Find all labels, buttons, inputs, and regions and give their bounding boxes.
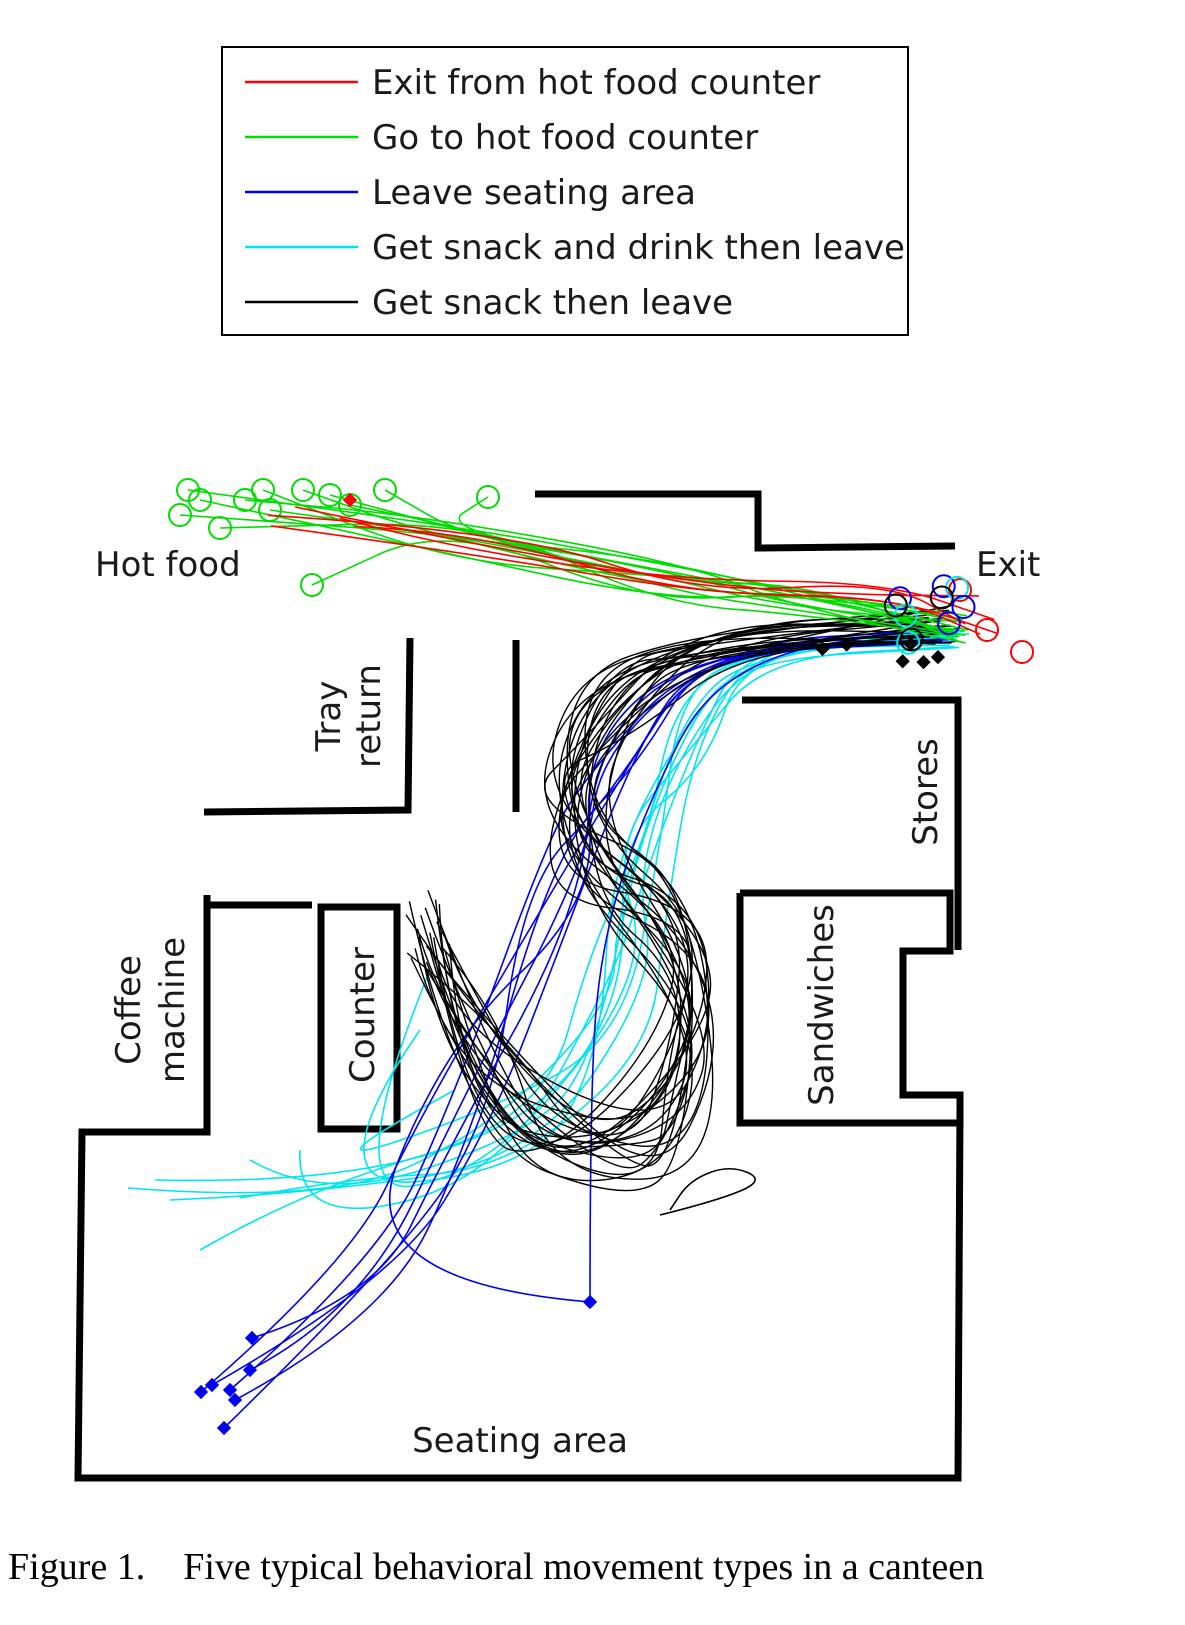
- trajectory-go-hot-food-end-6: [373, 478, 397, 502]
- trajectory-exit-hot-food-4: [270, 525, 998, 635]
- coffee-seating-outer-wall: [74, 895, 964, 1482]
- trajectory-leave-seating-6: [388, 638, 945, 1303]
- tray-return-wall: [203, 637, 414, 816]
- trajectory-exit-hot-food-end-2: [975, 618, 999, 642]
- trajectory-snack-19: [416, 639, 937, 1169]
- coffee-machine-label-line1: Coffee: [109, 955, 149, 1065]
- sandwiches-label: Sandwiches: [802, 904, 842, 1106]
- trajectory-go-hot-food-9: [219, 523, 960, 638]
- legend: Exit from hot food counter Go to hot food…: [221, 46, 909, 336]
- trajectory-exit-hot-food-5: [267, 514, 966, 625]
- stores-wall: [742, 696, 962, 950]
- trajectory-go-hot-food-7: [458, 496, 954, 633]
- trajectory-go-hot-food-10: [349, 504, 966, 637]
- trajectory-snack-drink-9: [359, 636, 952, 1151]
- trajectory-go-hot-food-end-8: [300, 573, 324, 597]
- trajectory-snack-9: [448, 630, 949, 1138]
- figure-caption: Figure 1. Five typical behavioral moveme…: [8, 1546, 985, 1588]
- trajectory-leave-seating-start-8: [222, 1382, 238, 1398]
- trajectory-snack-20: [440, 609, 950, 1180]
- trajectory-snack-21: [410, 616, 929, 1156]
- trajectory-snack-end-5: [916, 654, 931, 670]
- trajectory-exit-hot-food-3: [294, 506, 979, 597]
- trajectory-go-hot-food-end-12: [318, 483, 342, 507]
- trajectory-go-hot-food-5: [302, 489, 968, 617]
- seating-area-label: Seating area: [412, 1421, 628, 1461]
- trajectory-snack-end-3: [815, 641, 830, 657]
- tray-return-label-line2: return: [349, 664, 389, 768]
- tray-return-label-line1: Tray: [309, 681, 349, 753]
- trajectory-go-hot-food-end-5: [291, 478, 315, 502]
- trajectory-go-hot-food-end-11: [258, 498, 282, 522]
- trajectory-snack-drink-4: [299, 631, 960, 1210]
- trajectory-snack-22: [425, 620, 936, 1136]
- trajectory-exit-end-1: [936, 611, 961, 636]
- trajectory-snack-end-1: [930, 649, 946, 665]
- trajectory-leave-seating-start-5: [216, 1420, 232, 1436]
- stores-label: Stores: [906, 738, 946, 846]
- trajectory-snack-13: [436, 623, 932, 1147]
- trajectory-go-hot-food-end-4: [233, 488, 257, 512]
- trajectory-leave-seating-straight: [589, 624, 951, 1303]
- trajectory-snack-drink-8: [378, 645, 955, 1188]
- trajectory-go-hot-food-end-2: [168, 503, 192, 527]
- trajectory-go-hot-food-end-7: [476, 485, 500, 509]
- trajectory-leave-seating-start-2: [193, 1384, 209, 1400]
- trajectory-snack-7: [405, 614, 927, 1167]
- trajectory-snack-drink-6: [239, 636, 957, 1199]
- legend-label-3: Leave seating area: [372, 173, 696, 213]
- trajectory-exit-hot-food-start-1: [342, 492, 358, 508]
- trajectory-leave-seating-5: [223, 628, 954, 1429]
- trajectory-snack-18: [438, 625, 953, 1153]
- trajectory-leave-seating-8: [229, 627, 959, 1391]
- trajectory-leave-seating-start-3: [204, 1377, 220, 1393]
- trajectory-snack-12: [432, 633, 933, 1145]
- trajectory-snack-2: [423, 632, 949, 1143]
- trajectory-exit-end-10: [951, 595, 976, 620]
- sandwiches-block: [736, 889, 964, 1127]
- exit-label: Exit: [976, 545, 1040, 585]
- legend-label-1: Exit from hot food counter: [372, 63, 820, 103]
- trajectory-leave-seating-start-4: [227, 1392, 243, 1408]
- trajectory-snack-24: [444, 617, 943, 1182]
- trajectory-go-hot-food-13: [199, 499, 960, 636]
- trajectory-go-hot-food-end-9: [208, 516, 232, 540]
- trajectory-snack-end-4: [895, 654, 910, 669]
- exit-corridor-top-wall: [535, 490, 956, 552]
- trajectory-snack-drink-3: [249, 636, 958, 1185]
- trajectory-exit-end-9: [929, 585, 954, 610]
- counter-block: [317, 903, 401, 1133]
- floor-plan: [74, 490, 964, 1482]
- trajectory-go-hot-food-end-13: [188, 488, 212, 512]
- counter-label: Counter: [343, 947, 383, 1083]
- trajectory-snack-tail: [659, 1167, 756, 1216]
- trajectory-snack-end-2: [839, 637, 854, 652]
- trajectory-exit-hot-food-end-1: [1010, 640, 1034, 664]
- legend-label-4: Get snack and drink then leave: [372, 228, 905, 268]
- trajectory-snack-23: [437, 620, 941, 1111]
- trajectory-exit-end-2: [896, 630, 921, 655]
- trajectory-exit-end-6: [883, 593, 908, 618]
- legend-label-5: Get snack then leave: [372, 283, 733, 323]
- movement-trajectories: [127, 478, 1034, 1436]
- trajectory-exit-end-7: [931, 574, 956, 599]
- hot-food-label: Hot food: [95, 545, 241, 585]
- trajectory-exit-end-4: [887, 586, 912, 611]
- trajectory-snack-5: [445, 623, 926, 1121]
- room-labels: Hot food Exit Tray return Stores Coffee …: [95, 545, 1040, 1461]
- coffee-machine-label-line2: machine: [153, 937, 193, 1083]
- trajectory-snack-1: [424, 642, 952, 1147]
- trajectory-leave-seating-start-1: [244, 1330, 260, 1346]
- legend-label-2: Go to hot food counter: [372, 118, 758, 158]
- trajectory-snack-drink-7: [363, 646, 960, 1183]
- trajectory-snack-17: [406, 608, 936, 1134]
- trajectory-exit-end-3: [899, 627, 924, 652]
- trajectory-leave-seating-4: [234, 638, 956, 1401]
